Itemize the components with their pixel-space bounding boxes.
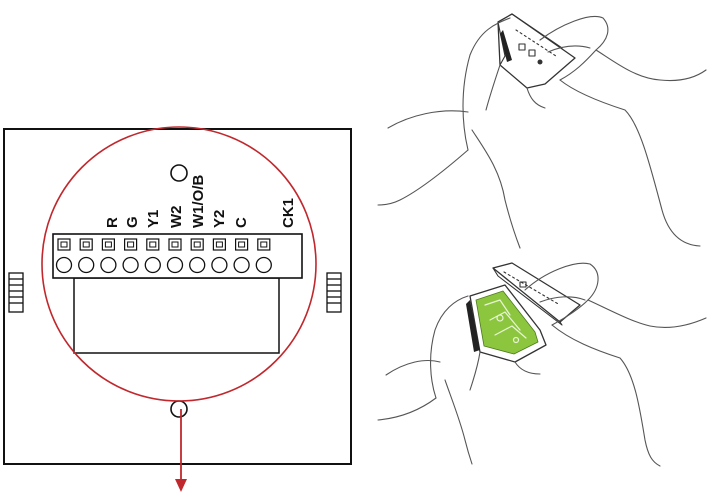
terminal-screw xyxy=(122,238,139,274)
terminal-screw xyxy=(233,238,250,274)
plate-outline xyxy=(3,128,352,465)
terminal-label-y2: Y2 xyxy=(211,210,228,228)
left-clip xyxy=(8,272,24,313)
terminal-label-w2: W2 xyxy=(168,206,185,229)
wall-plate: R G Y1 W2 W1/O/B Y2 C CK1 xyxy=(3,128,352,465)
terminal-label-r: R xyxy=(104,217,121,228)
terminal-label-g: G xyxy=(124,216,141,228)
terminal-screw xyxy=(100,238,117,274)
release-arrow-icon xyxy=(175,409,187,492)
hands-removing-cover-illustration xyxy=(377,13,707,249)
terminal-screw xyxy=(55,238,73,274)
terminal-screw xyxy=(255,238,272,274)
hands-lifting-cover-illustration xyxy=(377,262,707,467)
terminal-label-y1: Y1 xyxy=(145,210,162,228)
terminal-screw xyxy=(189,238,206,274)
terminal-label-c: C xyxy=(233,217,250,228)
bottom-release-slot xyxy=(170,400,188,418)
terminal-labels: R G Y1 W2 W1/O/B Y2 C CK1 xyxy=(104,174,297,228)
terminal-label-ck1: CK1 xyxy=(280,198,297,228)
wire-opening xyxy=(73,277,280,354)
terminal-screw xyxy=(144,238,161,274)
top-mounting-hole xyxy=(170,164,188,182)
right-clip xyxy=(326,272,342,313)
terminal-screw xyxy=(211,238,228,274)
terminal-block xyxy=(52,233,303,279)
highlight-circle xyxy=(41,126,317,402)
terminal-label-w1-o-b: W1/O/B xyxy=(190,174,207,228)
terminal-screw xyxy=(78,238,95,274)
terminal-screws xyxy=(55,238,272,274)
terminal-screw xyxy=(166,238,184,274)
